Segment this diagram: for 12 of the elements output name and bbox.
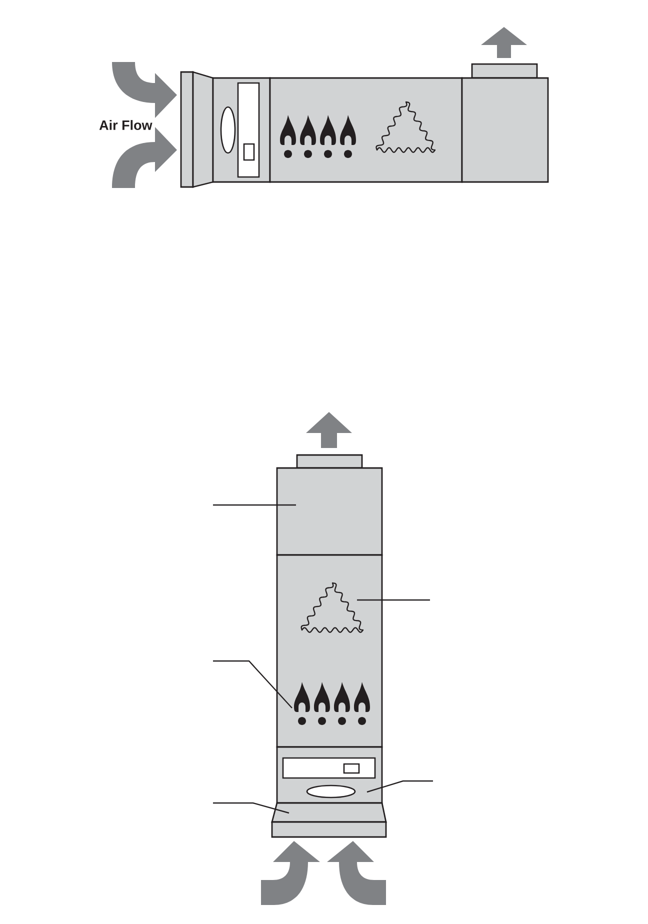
leader-line — [213, 660, 292, 708]
inlet-hood — [180, 71, 214, 188]
leader-line — [213, 504, 296, 506]
heat-exchanger-coil — [300, 582, 364, 633]
burners-drawing — [294, 682, 370, 725]
burners-drawing — [280, 115, 356, 158]
base-stand — [271, 802, 387, 838]
leader-line — [366, 780, 433, 793]
flow-label: Air Flow — [99, 120, 152, 130]
heat-exchanger-coil — [376, 101, 436, 153]
leader-line — [357, 599, 430, 601]
leader-line — [213, 802, 290, 814]
